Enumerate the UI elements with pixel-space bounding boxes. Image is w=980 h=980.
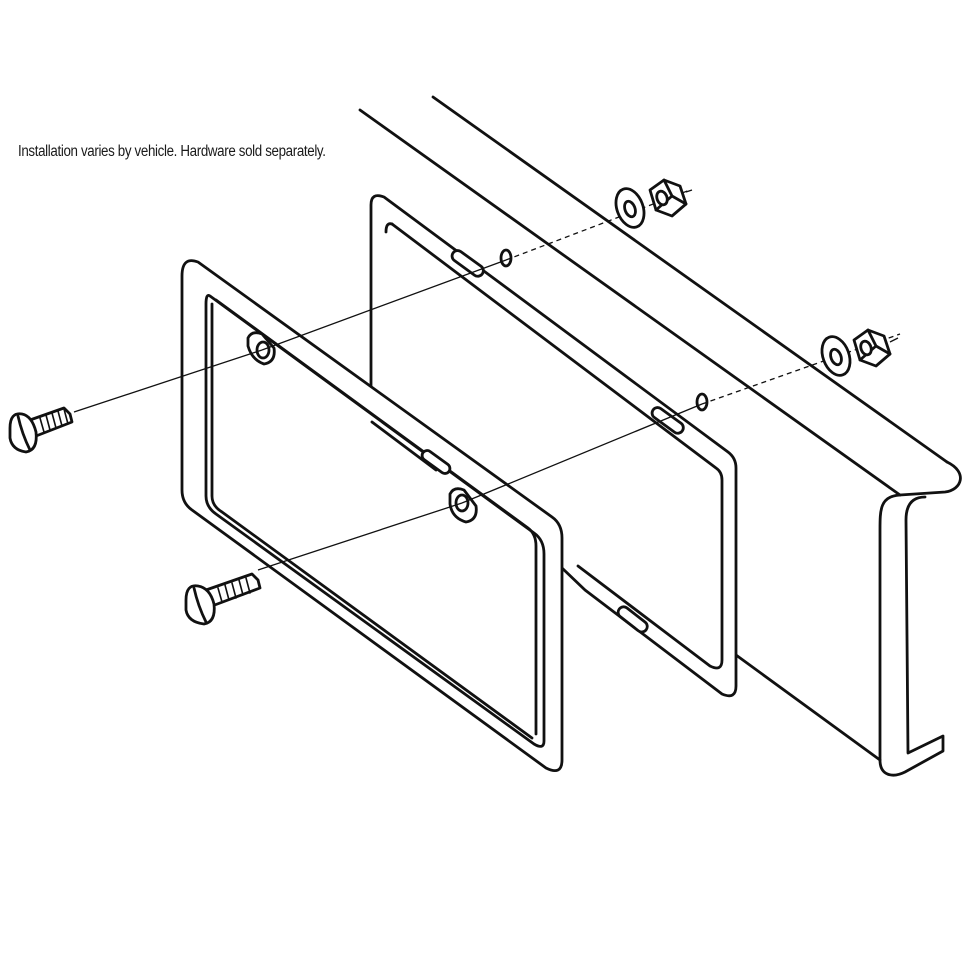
screw-lower xyxy=(184,572,262,626)
vehicle-bumper-mount xyxy=(358,95,962,777)
screw-upper xyxy=(8,406,74,454)
hex-nut-upper xyxy=(648,178,693,218)
washer-lower xyxy=(820,335,852,377)
license-plate xyxy=(369,194,738,698)
washer-upper xyxy=(614,187,646,229)
installation-note: Installation varies by vehicle. Hardware… xyxy=(18,143,326,160)
license-plate-frame xyxy=(180,259,564,773)
hex-nut-lower xyxy=(852,328,899,368)
